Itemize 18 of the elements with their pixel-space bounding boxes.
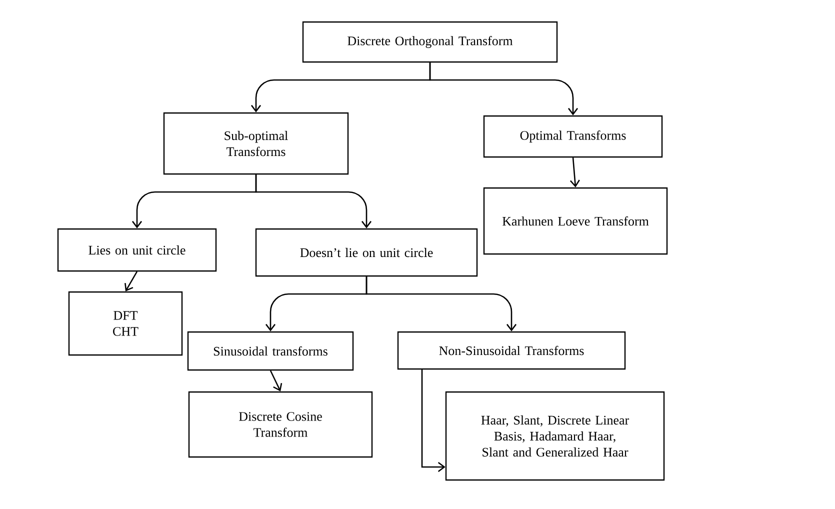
arrow bbox=[421, 369, 446, 472]
process-box: Karhunen Loeve Transform bbox=[483, 187, 668, 255]
process-box: DFT CHT bbox=[68, 291, 183, 356]
process-box: Doesn’t lie on unit circle bbox=[255, 228, 478, 277]
process-box: Haar, Slant, Discrete Linear Basis, Hadamard Haar, Slant and Generalized Haar bbox=[445, 391, 665, 481]
arrow bbox=[255, 174, 372, 228]
arrow bbox=[270, 370, 282, 392]
arrow bbox=[124, 271, 138, 292]
process-box: Non-Sinusoidal Transforms bbox=[397, 331, 626, 370]
process-box: Lies on unit circle bbox=[57, 228, 217, 272]
arrow bbox=[570, 158, 580, 188]
process-box: Optimal Transforms bbox=[483, 115, 663, 158]
process-box: Discrete Orthogonal Transform bbox=[302, 21, 558, 63]
process-box: Discrete Cosine Transform bbox=[188, 391, 373, 458]
arrow bbox=[429, 62, 578, 116]
arrow bbox=[366, 276, 517, 332]
process-box: Sinusoidal transforms bbox=[187, 331, 354, 371]
process-box: Sub-optimal Transforms bbox=[163, 112, 349, 175]
